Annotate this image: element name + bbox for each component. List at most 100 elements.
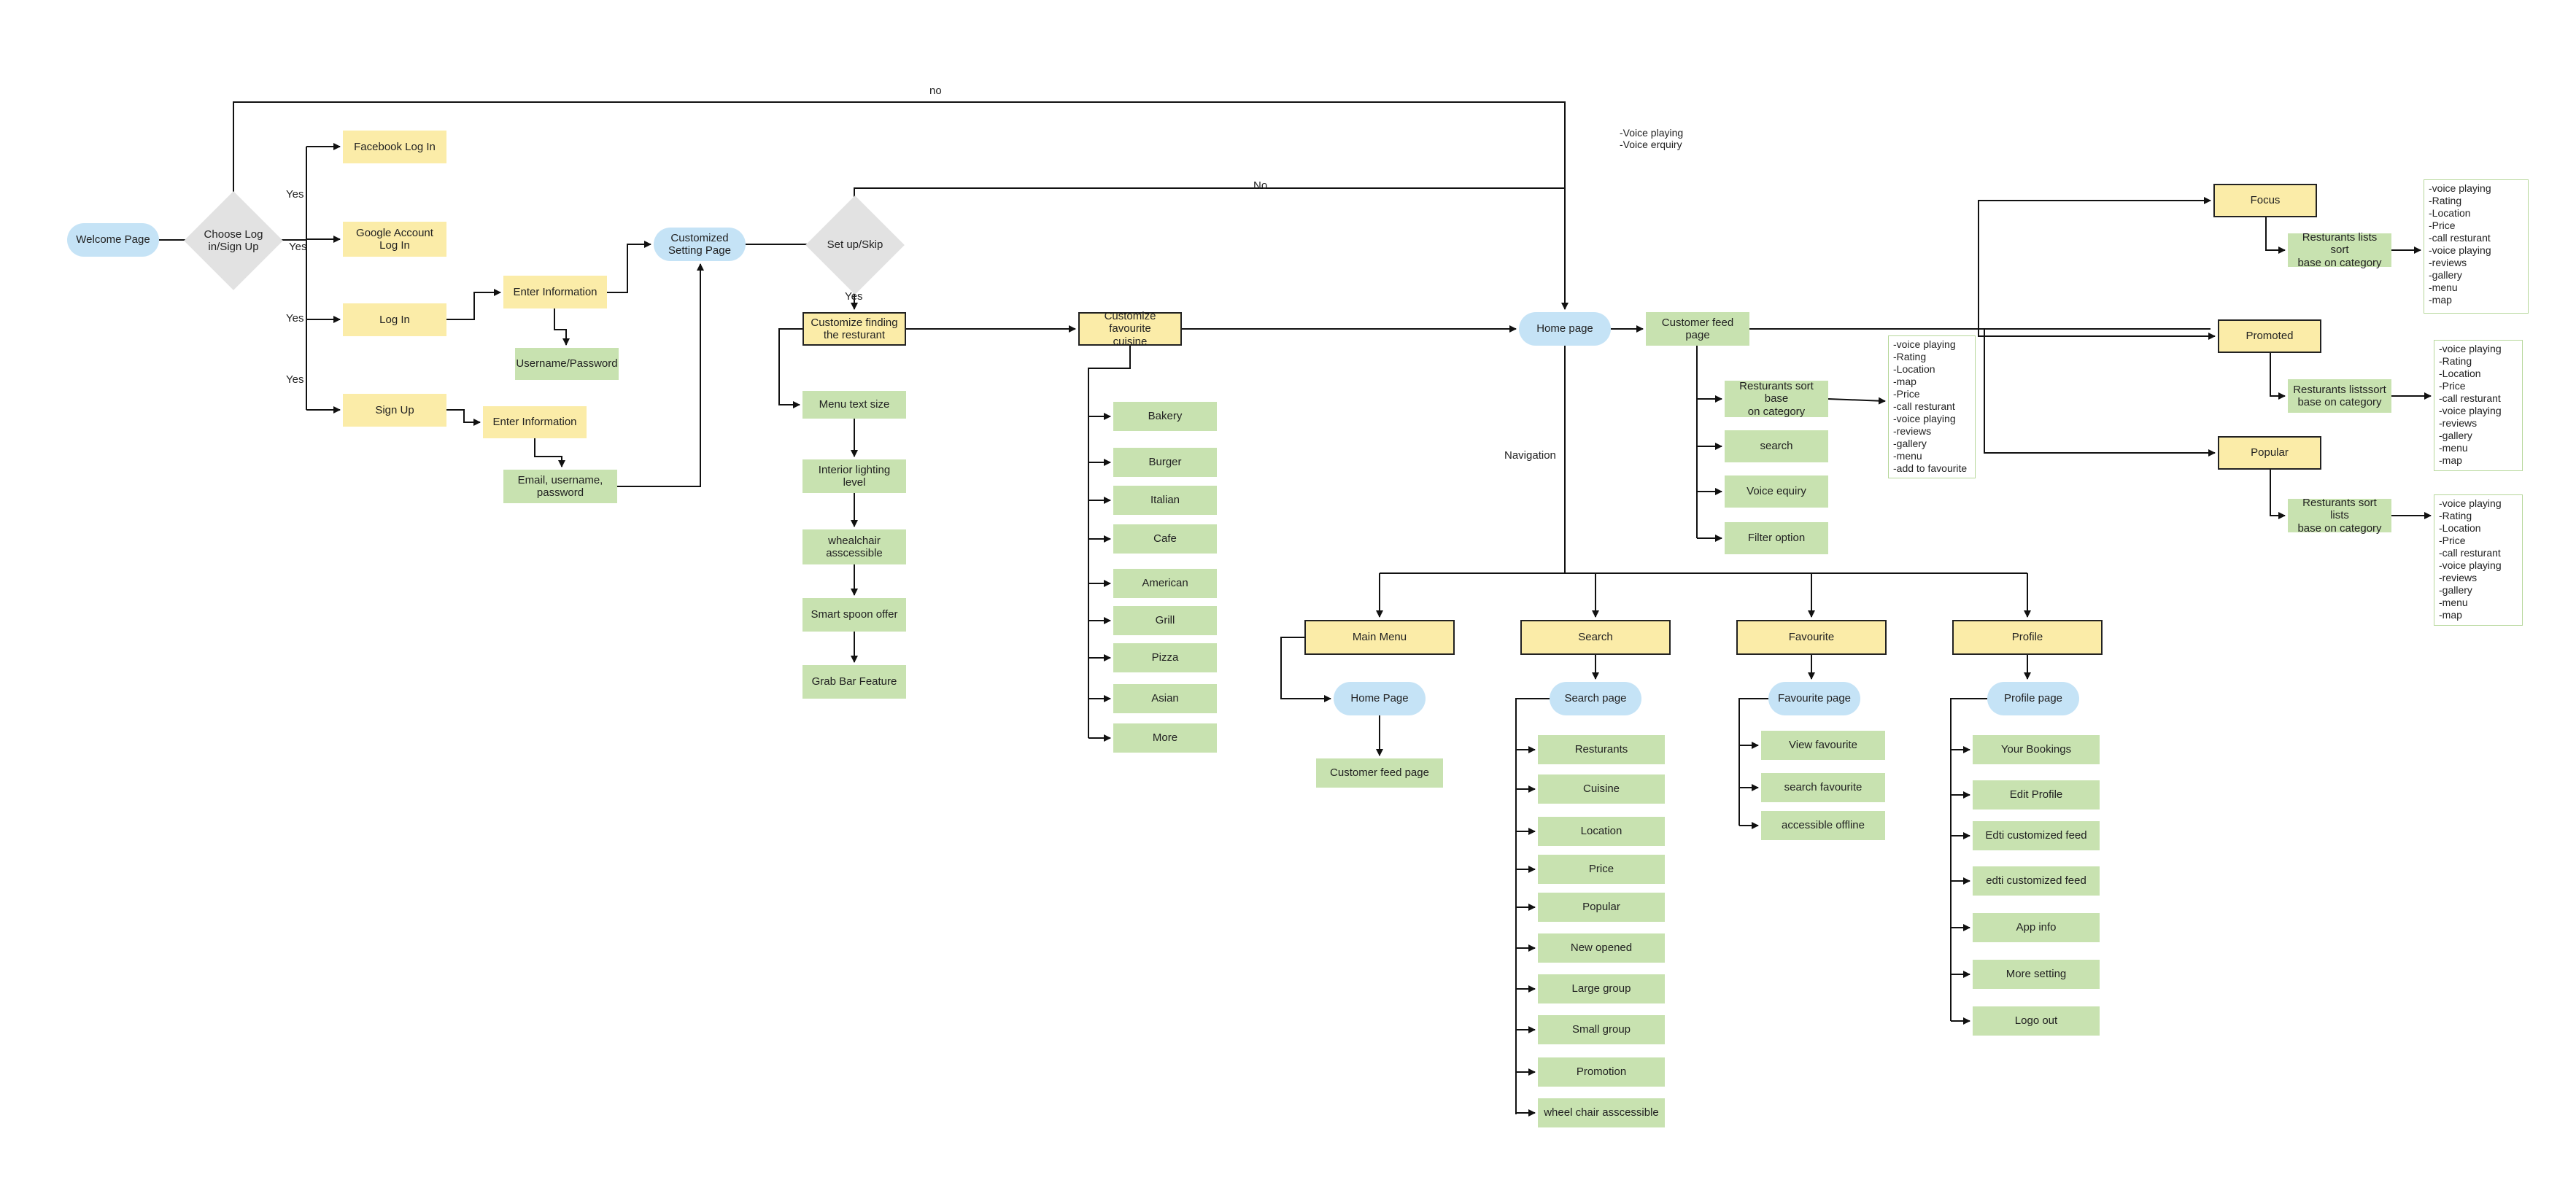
wheelchair-accessible-label: whealchair asscessible	[826, 534, 883, 559]
feed-detail-list: -voice playing -Rating -Location -map -P…	[1888, 335, 1976, 478]
search-item[interactable]: Small group	[1538, 1015, 1665, 1044]
focus-node[interactable]: Focus	[2213, 184, 2317, 217]
interior-lighting-label: Interior lighting level	[818, 463, 891, 489]
menu-text-size-node[interactable]: Menu text size	[802, 391, 906, 419]
cuisine-item[interactable]: Burger	[1113, 448, 1217, 477]
cuisine-item[interactable]: Cafe	[1113, 524, 1217, 554]
favourite-page-node[interactable]: Favourite page	[1768, 682, 1860, 715]
profile-item[interactable]: Logo out	[1973, 1006, 2100, 1036]
popular-sort-node[interactable]: Resturants sort lists base on category	[2288, 497, 2391, 535]
customized-setting-page-label: Customized Setting Page	[668, 231, 731, 257]
search-item-label: Location	[1580, 825, 1622, 838]
favourite-item[interactable]: search favourite	[1761, 773, 1885, 802]
email-username-password-node[interactable]: Email, username, password	[503, 470, 617, 503]
favourite-node[interactable]: Favourite	[1736, 620, 1887, 655]
promoted-label: Promoted	[2246, 330, 2294, 343]
profile-item[interactable]: edti customized feed	[1973, 866, 2100, 896]
profile-item[interactable]: Edti customized feed	[1973, 821, 2100, 850]
facebook-login-node[interactable]: Facebook Log In	[343, 131, 446, 163]
enter-info-to-setting-connector	[607, 241, 651, 293]
cuisine-item[interactable]: Grill	[1113, 606, 1217, 635]
feed-item[interactable]: Voice equiry	[1725, 475, 1828, 508]
google-login-node[interactable]: Google Account Log In	[343, 222, 446, 257]
login-node[interactable]: Log In	[343, 303, 446, 336]
main-menu-node[interactable]: Main Menu	[1304, 620, 1455, 655]
mm-home-page-node[interactable]: Home Page	[1334, 682, 1426, 715]
search-item[interactable]: Large group	[1538, 974, 1665, 1003]
mm-customer-feed-node[interactable]: Customer feed page	[1316, 758, 1443, 788]
cuisine-spine-connector	[1088, 346, 1131, 738]
enter-information-login-label: Enter Information	[513, 285, 597, 298]
search-item[interactable]: wheel chair asscessible	[1538, 1098, 1665, 1127]
interior-lighting-node[interactable]: Interior lighting level	[802, 459, 906, 493]
search-node[interactable]: Search	[1520, 620, 1671, 655]
cuisine-item[interactable]: Bakery	[1113, 402, 1217, 431]
search-item[interactable]: Popular	[1538, 893, 1665, 922]
finding-to-menu-text-connector	[778, 328, 802, 408]
profile-item-label: More setting	[2006, 968, 2067, 981]
favourite-items-spine-connector	[1738, 698, 1768, 826]
feed-item-label: Voice equiry	[1747, 485, 1806, 498]
popular-node[interactable]: Popular	[2218, 436, 2321, 470]
username-password-node[interactable]: Username/Password	[515, 348, 619, 380]
favourite-item[interactable]: View favourite	[1761, 731, 1885, 760]
enter-information-login-node[interactable]: Enter Information	[503, 276, 607, 308]
smart-spoon-label: Smart spoon offer	[811, 608, 898, 621]
search-item[interactable]: Location	[1538, 817, 1665, 846]
promoted-sort-node[interactable]: Resturants listssort base on category	[2288, 379, 2391, 413]
popular-sort-label: Resturants sort lists base on category	[2297, 497, 2382, 535]
search-item[interactable]: Promotion	[1538, 1057, 1665, 1087]
customer-feed-page-node[interactable]: Customer feed page	[1646, 312, 1749, 346]
cuisine-item[interactable]: American	[1113, 569, 1217, 598]
welcome-page-node[interactable]: Welcome Page	[67, 223, 159, 257]
edge-label-yes-signup: Yes	[286, 373, 304, 386]
favourite-item-label: search favourite	[1784, 781, 1863, 794]
search-item[interactable]: New opened	[1538, 933, 1665, 963]
enter-information-signup-node[interactable]: Enter Information	[483, 406, 587, 438]
smart-spoon-node[interactable]: Smart spoon offer	[802, 598, 906, 632]
to-focus-connector	[1978, 197, 2211, 329]
voice-note: -Voice playing -Voice erquiry	[1620, 127, 1684, 151]
promoted-node[interactable]: Promoted	[2218, 319, 2321, 353]
menu-text-size-label: Menu text size	[819, 398, 890, 411]
google-login-label: Google Account Log In	[356, 226, 433, 252]
profile-item-label: Edti customized feed	[1985, 829, 2087, 842]
to-popular-connector	[1984, 329, 2216, 457]
promoted-sort-label: Resturants listssort base on category	[2293, 383, 2386, 408]
home-page-label: Home page	[1536, 322, 1593, 335]
cuisine-item[interactable]: More	[1113, 723, 1217, 753]
wheelchair-accessible-node[interactable]: whealchair asscessible	[802, 529, 906, 564]
edge-label-yes-setup: Yes	[845, 290, 863, 303]
profile-item[interactable]: App info	[1973, 913, 2100, 942]
edge-label-no-top: no	[929, 85, 942, 97]
grab-bar-node[interactable]: Grab Bar Feature	[802, 665, 906, 699]
home-page-node[interactable]: Home page	[1519, 312, 1611, 346]
customize-finding-node[interactable]: Customize finding the resturant	[802, 312, 906, 346]
feed-item-label: search	[1760, 440, 1793, 453]
email-username-password-label: Email, username, password	[517, 473, 603, 499]
search-item[interactable]: Price	[1538, 855, 1665, 884]
cuisine-item-label: Grill	[1155, 614, 1175, 627]
signup-node[interactable]: Sign Up	[343, 394, 446, 427]
profile-item[interactable]: More setting	[1973, 960, 2100, 989]
profile-page-node[interactable]: Profile page	[1987, 682, 2079, 715]
customize-cuisine-node[interactable]: Customize favourite cuisine	[1078, 310, 1182, 348]
customized-setting-page-node[interactable]: Customized Setting Page	[654, 228, 746, 261]
feed-item[interactable]: Resturants sort base on category	[1725, 380, 1828, 418]
favourite-item[interactable]: accessible offline	[1761, 811, 1885, 840]
focus-sort-node[interactable]: Resturants lists sort base on category	[2288, 231, 2391, 269]
feed-item[interactable]: search	[1725, 430, 1828, 462]
profile-node[interactable]: Profile	[1952, 620, 2103, 655]
cuisine-item[interactable]: Asian	[1113, 684, 1217, 713]
search-item[interactable]: Cuisine	[1538, 774, 1665, 804]
profile-item[interactable]: Your Bookings	[1973, 735, 2100, 764]
cuisine-item[interactable]: Italian	[1113, 486, 1217, 515]
favourite-item-label: accessible offline	[1782, 819, 1865, 832]
customer-feed-page-label: Customer feed page	[1661, 316, 1734, 341]
profile-item[interactable]: Edit Profile	[1973, 780, 2100, 810]
search-item[interactable]: Resturants	[1538, 735, 1665, 764]
search-page-node[interactable]: Search page	[1550, 682, 1641, 715]
search-item-label: Price	[1588, 863, 1614, 876]
feed-item[interactable]: Filter option	[1725, 522, 1828, 554]
cuisine-item[interactable]: Pizza	[1113, 643, 1217, 672]
